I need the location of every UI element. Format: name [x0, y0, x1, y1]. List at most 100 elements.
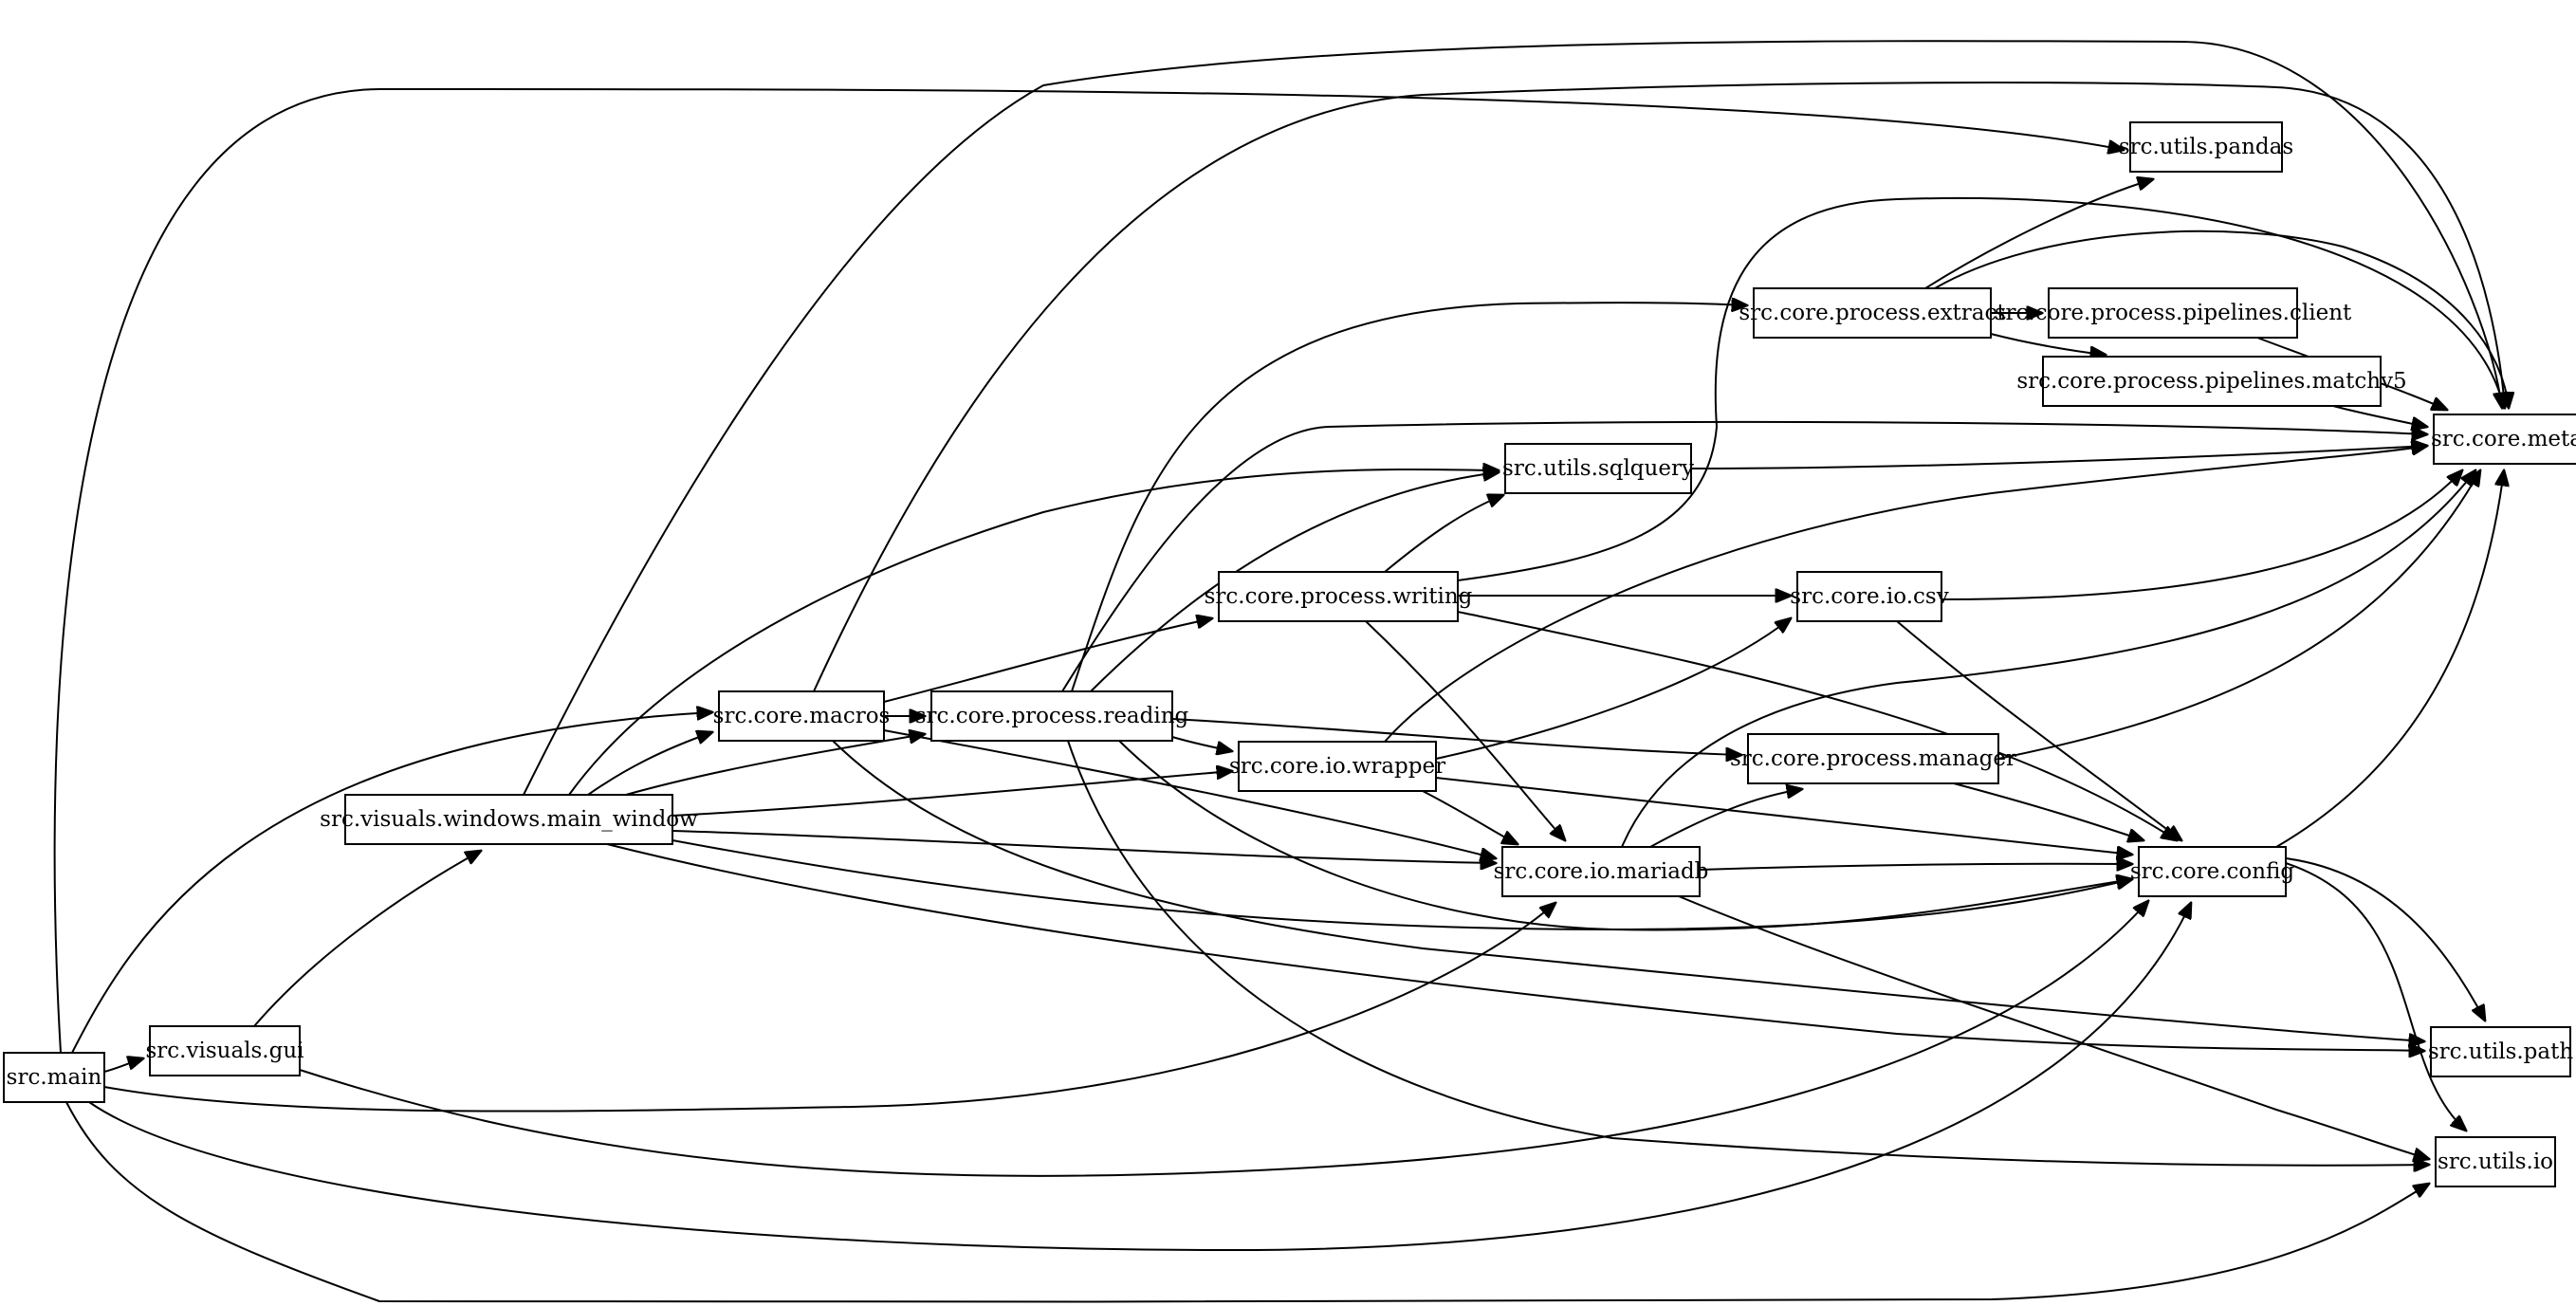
node-label: src.core.io.csv — [1790, 584, 1948, 609]
node-label: src.core.macros — [713, 704, 891, 728]
node-extract[interactable]: src.core.process.extract — [1739, 287, 2006, 339]
node-label: src.core.process.pipelines.matchv5 — [2016, 369, 2406, 394]
edge-writing-to-config — [1457, 611, 2177, 840]
node-box — [1753, 287, 1992, 339]
edge-main-to-pandas — [53, 87, 2124, 1054]
node-box — [1501, 846, 1701, 897]
edge-reading-to-extract — [1071, 303, 1747, 692]
node-label: src.core.process.reading — [915, 704, 1189, 728]
edge-gui-to-main_window — [253, 851, 481, 1027]
edge-macros-to-meta — [813, 82, 2505, 692]
edge-writing-to-meta — [1457, 196, 2504, 581]
edge-mariadb-to-config — [1699, 864, 2132, 870]
edge-reading-to-sqlquery — [1090, 472, 1499, 692]
node-box — [1796, 571, 1942, 622]
node-label: src.utils.pandas — [2119, 135, 2293, 159]
node-label: src.core.process.manager — [1730, 746, 2016, 771]
node-wrapper[interactable]: src.core.io.wrapper — [1229, 741, 1445, 792]
node-box — [2048, 287, 2298, 339]
edge-extract-to-pandas — [1924, 179, 2153, 289]
node-label: src.main — [7, 1065, 102, 1090]
node-label: src.core.meta — [2431, 427, 2576, 451]
node-box — [930, 690, 1173, 742]
node-label: src.core.process.writing — [1205, 584, 1473, 609]
node-sqlquery[interactable]: src.utils.sqlquery — [1502, 443, 1694, 494]
edge-main-to-io — [65, 1101, 2429, 1303]
edge-main-to-config — [88, 903, 2191, 1252]
node-box — [2435, 1136, 2556, 1187]
node-box — [2430, 1026, 2571, 1077]
node-box — [2433, 414, 2576, 465]
edge-csv-to-config — [1896, 620, 2181, 840]
node-label: src.core.process.extract — [1739, 301, 2006, 325]
edge-reading-to-io — [1067, 740, 2429, 1166]
edge-main_window-to-macros — [587, 732, 712, 796]
edge-reading-to-meta — [1061, 420, 2427, 692]
node-label: src.core.io.mariadb — [1494, 859, 1709, 884]
node-label: src.core.io.wrapper — [1229, 754, 1445, 779]
edge-wrapper-to-meta — [1384, 446, 2427, 743]
node-box — [1238, 741, 1437, 792]
edge-reading-to-config — [1118, 740, 2132, 931]
node-box — [1218, 571, 1459, 622]
node-manager[interactable]: src.core.process.manager — [1730, 733, 2016, 784]
node-writing[interactable]: src.core.process.writing — [1205, 571, 1473, 622]
node-label: src.visuals.gui — [145, 1039, 304, 1063]
edge-config-to-path — [2285, 857, 2485, 1021]
edge-main_window-to-meta — [523, 40, 2502, 796]
edge-macros-to-path — [832, 740, 2424, 1041]
edge-reading-to-manager — [1171, 718, 1741, 755]
node-label: src.visuals.windows.main_window — [320, 807, 698, 832]
edge-mariadb-to-io — [1678, 895, 2429, 1159]
node-client[interactable]: src.core.process.pipelines.client — [1995, 287, 2352, 339]
edge-sqlquery-to-meta — [1690, 446, 2427, 469]
node-box — [1504, 443, 1692, 494]
edge-main_window-to-mariadb — [672, 830, 1496, 863]
edge-main_window-to-config — [672, 839, 2132, 931]
edge-main_window-to-wrapper — [672, 771, 1232, 817]
edge-manager-to-config — [1953, 782, 2144, 840]
edge-main_window-to-sqlquery — [568, 469, 1499, 796]
edge-writing-to-mariadb — [1365, 620, 1565, 840]
edge-config-to-io — [2285, 862, 2466, 1131]
node-label: src.core.process.pipelines.client — [1995, 301, 2352, 325]
node-mariadb[interactable]: src.core.io.mariadb — [1494, 846, 1709, 897]
edge-main-to-macros — [71, 712, 712, 1054]
edge-mariadb-to-manager — [1649, 789, 1802, 848]
node-meta[interactable]: src.core.meta — [2431, 414, 2576, 465]
node-main-window[interactable]: src.visuals.windows.main_window — [320, 794, 698, 845]
edge-manager-to-meta — [1997, 470, 2480, 760]
node-config[interactable]: src.core.config — [2130, 846, 2295, 897]
edge-extract-to-matchv5 — [1990, 333, 2106, 355]
node-csv[interactable]: src.core.io.csv — [1790, 571, 1949, 622]
node-box — [2138, 846, 2287, 897]
nodes-layer: src.main src.visuals.gui src.visuals.windo… — [3, 121, 2576, 1187]
node-gui[interactable]: src.visuals.gui — [145, 1025, 304, 1076]
edge-writing-to-sqlquery — [1384, 495, 1503, 573]
edge-main-to-mariadb — [103, 903, 1555, 1113]
edge-main_window-to-path — [606, 843, 2424, 1051]
edge-wrapper-to-csv — [1435, 618, 1791, 760]
edge-main-to-gui — [103, 1058, 143, 1073]
node-label: src.utils.io — [2438, 1150, 2553, 1174]
node-matchv5[interactable]: src.core.process.pipelines.matchv5 — [2016, 356, 2407, 407]
edge-csv-to-meta — [1941, 470, 2462, 600]
edge-matchv5-to-meta — [2332, 405, 2427, 427]
edge-wrapper-to-mariadb — [1422, 790, 1518, 844]
node-pandas[interactable]: src.utils.pandas — [2119, 121, 2293, 173]
node-label: src.core.config — [2130, 859, 2295, 884]
node-path[interactable]: src.utils.path — [2428, 1026, 2574, 1077]
node-label: src.utils.sqlquery — [1502, 456, 1694, 481]
node-io[interactable]: src.utils.io — [2435, 1136, 2556, 1187]
edge-extract-to-meta — [1934, 230, 2509, 408]
edge-reading-to-wrapper — [1171, 736, 1232, 751]
node-box — [2129, 121, 2283, 173]
edge-macros-to-mariadb — [883, 729, 1496, 858]
node-box — [149, 1025, 301, 1076]
node-main[interactable]: src.main — [3, 1052, 105, 1103]
node-box — [2042, 356, 2382, 407]
node-reading[interactable]: src.core.process.reading — [915, 690, 1189, 742]
node-box — [3, 1052, 105, 1103]
node-macros[interactable]: src.core.macros — [713, 690, 891, 742]
